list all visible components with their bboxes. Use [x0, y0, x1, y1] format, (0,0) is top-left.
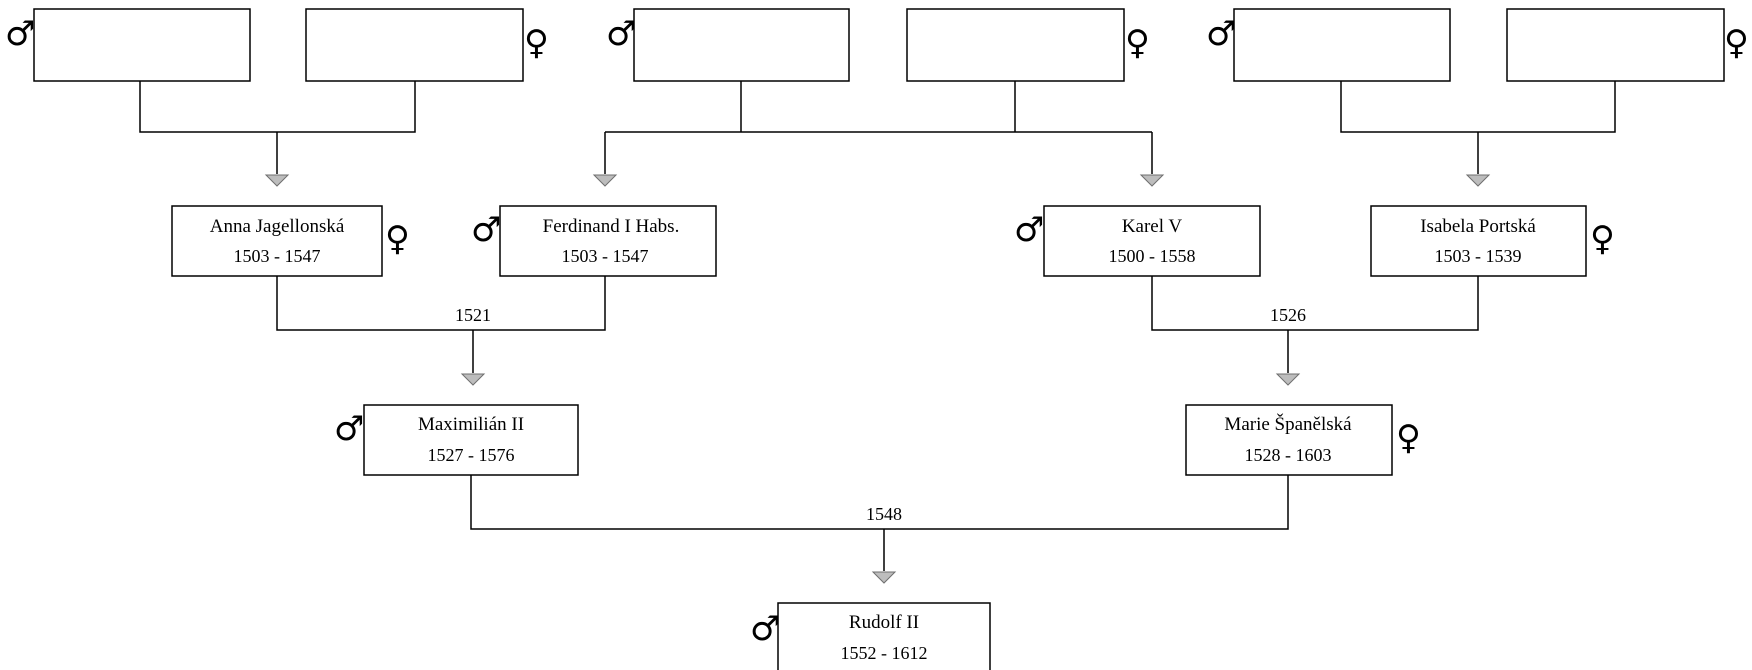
male-symbol-icon: ♂ — [471, 210, 501, 250]
person-box — [1370, 205, 1587, 277]
arrow-to-marie — [1275, 373, 1301, 386]
person-anna: Anna Jagellonská 1503 - 1547 ♀ — [171, 205, 410, 277]
empty-ancestor-box — [906, 8, 1125, 82]
person-name: Ferdinand I Habs. — [543, 216, 680, 237]
empty-ancestor-box — [1233, 8, 1451, 82]
person-box — [1185, 404, 1393, 476]
ancestor-row: ♂ ♀ ♂ ♀ ♂ ♀ — [5, 8, 1749, 82]
arrow-to-karel — [1139, 174, 1165, 187]
person-rudolf: Rudolf II 1552 - 1612 ♂ — [750, 602, 991, 670]
connector-top-pair-2 — [604, 81, 1153, 174]
person-maximilian: Maximilián II 1527 - 1576 ♂ — [334, 404, 579, 476]
arrow-to-rudolf — [871, 571, 897, 584]
person-box — [171, 205, 383, 277]
male-symbol-icon: ♂ — [334, 409, 364, 449]
person-years: 1503 - 1547 — [234, 246, 321, 266]
female-symbol-icon: ♀ — [385, 219, 410, 259]
male-symbol-icon: ♂ — [750, 609, 780, 649]
female-symbol-icon: ♀ — [1396, 418, 1421, 458]
person-years: 1500 - 1558 — [1109, 246, 1196, 266]
arrow-to-anna — [264, 174, 290, 187]
person-name: Maximilián II — [418, 414, 524, 435]
person-name: Marie Španělská — [1224, 413, 1352, 435]
connector-top-pair-1 — [139, 81, 416, 174]
empty-ancestor-box — [305, 8, 524, 82]
connector-anna-ferdinand — [276, 276, 606, 373]
female-symbol-icon: ♀ — [1724, 23, 1749, 63]
arrows — [264, 174, 1491, 584]
person-years: 1527 - 1576 — [428, 445, 515, 465]
female-symbol-icon: ♀ — [524, 23, 549, 63]
connector-top-pair-3 — [1340, 81, 1616, 174]
arrow-to-ferdinand — [592, 174, 618, 187]
person-name: Karel V — [1122, 216, 1183, 237]
female-symbol-icon: ♀ — [1125, 23, 1150, 63]
marriage-year: 1526 — [1270, 305, 1306, 325]
arrow-to-maximilian — [460, 373, 486, 386]
male-symbol-icon: ♂ — [1206, 14, 1236, 54]
marriage-year: 1548 — [866, 504, 902, 524]
marriage-year: 1521 — [455, 305, 491, 325]
person-marie: Marie Španělská 1528 - 1603 ♀ — [1185, 404, 1421, 476]
male-symbol-icon: ♂ — [606, 14, 636, 54]
person-name: Rudolf II — [849, 612, 919, 633]
person-box — [499, 205, 717, 277]
connector-maximilian-marie — [470, 475, 1289, 571]
male-symbol-icon: ♂ — [5, 14, 35, 54]
person-years: 1503 - 1547 — [562, 246, 649, 266]
person-name: Isabela Portská — [1420, 216, 1536, 237]
connector-karel-isabela — [1151, 276, 1479, 373]
empty-ancestor-box — [1506, 8, 1725, 82]
arrow-to-isabela — [1465, 174, 1491, 187]
person-box — [363, 404, 579, 476]
person-karel: Karel V 1500 - 1558 ♂ — [1014, 205, 1261, 277]
person-years: 1552 - 1612 — [841, 643, 928, 663]
connector-lines — [139, 81, 1616, 571]
person-isabela: Isabela Portská 1503 - 1539 ♀ — [1370, 205, 1615, 277]
person-box — [777, 602, 991, 670]
empty-ancestor-box — [33, 8, 251, 82]
person-box — [1043, 205, 1261, 277]
person-years: 1528 - 1603 — [1245, 445, 1332, 465]
person-years: 1503 - 1539 — [1435, 246, 1522, 266]
female-symbol-icon: ♀ — [1590, 219, 1615, 259]
empty-ancestor-box — [633, 8, 850, 82]
person-ferdinand: Ferdinand I Habs. 1503 - 1547 ♂ — [471, 205, 717, 277]
male-symbol-icon: ♂ — [1014, 210, 1044, 250]
person-name: Anna Jagellonská — [210, 216, 345, 237]
